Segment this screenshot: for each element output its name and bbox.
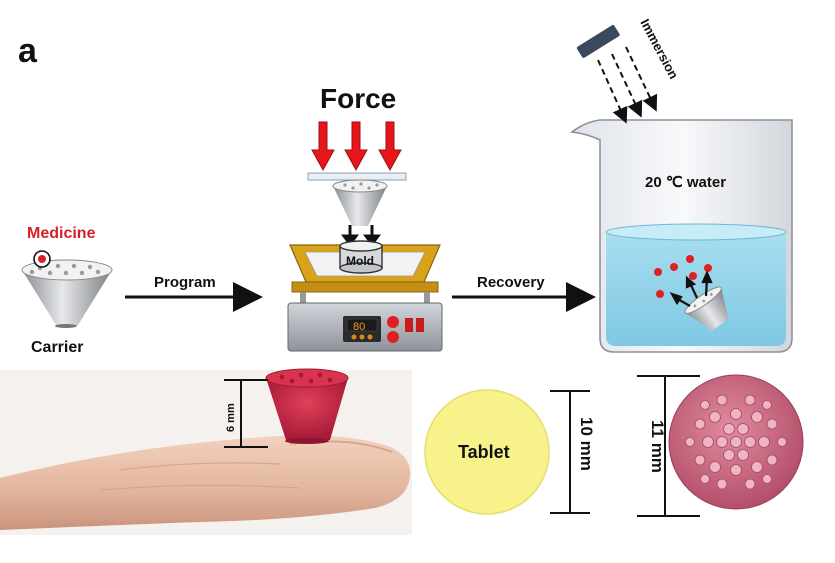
panel-label-a: a	[18, 32, 38, 70]
force-arrows	[311, 121, 402, 172]
immersion-label: Immersion	[637, 16, 681, 81]
carrier-illustration	[21, 259, 113, 328]
carrier-label: Carrier	[31, 339, 83, 356]
cone-under-press	[332, 179, 388, 226]
tablet-photo	[414, 370, 619, 535]
dimension-6mm	[224, 379, 268, 448]
released-medicine	[654, 255, 712, 298]
dimension-11mm	[637, 375, 700, 517]
program-label: Program	[154, 274, 216, 291]
immersion-rod	[576, 25, 620, 58]
mold-label: Mold	[346, 254, 374, 268]
mold	[339, 240, 383, 274]
force-label: Force	[320, 83, 396, 114]
water-label: 20 ℃ water	[645, 174, 726, 191]
medicine-marker	[33, 250, 51, 268]
beaker	[569, 119, 793, 353]
carrier-top-photo	[619, 370, 835, 535]
press-down-arrows	[341, 225, 381, 247]
dim-11mm-label: 11 mm	[648, 420, 667, 473]
dimension-10mm	[550, 390, 590, 514]
medicine-label: Medicine	[27, 225, 96, 242]
press-display-readout: 80	[353, 321, 365, 333]
dim-10mm-label: 10 mm	[577, 417, 596, 471]
carrier-in-water	[684, 286, 729, 331]
tablet-label: Tablet	[458, 442, 510, 462]
force-plate	[307, 172, 407, 181]
finger-photo	[0, 368, 412, 535]
recovery-label: Recovery	[477, 274, 545, 291]
release-arrows	[669, 270, 713, 307]
dim-6mm-label: 6 mm	[225, 403, 237, 432]
immersion-dashed-arrows	[597, 46, 658, 124]
